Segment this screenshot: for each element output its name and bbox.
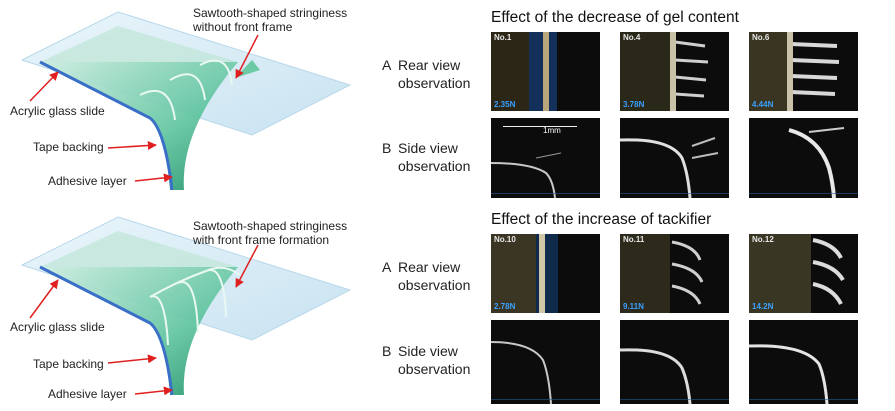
side-photo-no10: [491, 320, 600, 404]
tile-number: No.11: [623, 235, 645, 244]
diagram2-tape-label: Tape backing: [33, 357, 104, 371]
tile-force: 2.35N: [494, 100, 516, 109]
tile-number: No.12: [752, 235, 774, 244]
diagram1-adhesive-label: Adhesive layer: [48, 174, 127, 188]
diagram1-title-line2: without front frame: [193, 20, 293, 34]
scale-bar-label: 1mm: [543, 126, 561, 135]
diagram1-title: Sawtooth-shaped stringiness without fron…: [193, 6, 347, 34]
side-photo-no11: [620, 320, 729, 404]
section2-row-a-line1: Rear view: [398, 259, 461, 275]
rear-photo-no1: No.1 2.35N: [491, 32, 600, 111]
diagram2-title-line1: Sawtooth-shaped stringiness: [193, 219, 348, 233]
tile-number: No.10: [494, 235, 516, 244]
section1-row-a-label: A Rear view observation: [382, 56, 470, 92]
section1-row-a-line2: observation: [398, 75, 471, 91]
section1-row-b-letter: B: [382, 140, 392, 156]
diagram1-tape-label: Tape backing: [33, 140, 104, 154]
diagram-without-front-frame: [20, 11, 352, 191]
section2-row-b-line2: observation: [398, 361, 471, 377]
section2-row-b-label: B Side view observation: [382, 342, 470, 378]
section1-title: Effect of the decrease of gel content: [491, 9, 739, 26]
rear-photo-no10: No.10 2.78N: [491, 234, 600, 313]
diagram1-title-line1: Sawtooth-shaped stringiness: [193, 6, 348, 20]
diagram1-acrylic-label: Acrylic glass slide: [10, 104, 105, 118]
section2-row-a-line2: observation: [398, 277, 471, 293]
tile-number: No.4: [623, 33, 641, 42]
baseline: [491, 399, 600, 400]
section1-row-b-line2: observation: [398, 158, 471, 174]
diagram2-adhesive-label: Adhesive layer: [48, 387, 127, 401]
side-photo-no4: [620, 118, 729, 198]
side-photo-no1: 1mm: [491, 118, 600, 198]
section1-row-a-line1: Rear view: [398, 57, 461, 73]
tile-force: 4.44N: [752, 100, 774, 109]
baseline: [491, 193, 600, 194]
section2-row-b-letter: B: [382, 343, 392, 359]
tile-force: 9.11N: [623, 302, 644, 311]
baseline: [620, 399, 729, 400]
rear-photo-no12: No.12 14.2N: [749, 234, 858, 313]
diagram2-title-line2: with front frame formation: [193, 233, 330, 247]
tile-number: No.1: [494, 33, 512, 42]
section2-row-a-letter: A: [382, 259, 392, 275]
side-photo-no6: [749, 118, 858, 198]
section2-row-a-label: A Rear view observation: [382, 258, 470, 294]
baseline: [749, 193, 858, 194]
diagram1-arrows: [29, 34, 259, 183]
tile-number: No.6: [752, 33, 770, 42]
section2-row-b-line1: Side view: [398, 343, 458, 359]
tile-force: 3.78N: [623, 100, 645, 109]
section1-row-b-label: B Side view observation: [382, 139, 470, 175]
rear-photo-no6: No.6 4.44N: [749, 32, 858, 111]
tile-force: 14.2N: [752, 302, 774, 311]
tile-force: 2.78N: [494, 302, 516, 311]
rear-photo-no4: No.4 3.78N: [620, 32, 729, 111]
baseline: [749, 399, 858, 400]
baseline: [620, 193, 729, 194]
diagram2-acrylic-label: Acrylic glass slide: [10, 320, 105, 334]
side-photo-no12: [749, 320, 858, 404]
diagram2-arrows: [29, 244, 259, 396]
diagram2-title: Sawtooth-shaped stringiness with front f…: [193, 219, 347, 247]
rear-photo-no11: No.11 9.11N: [620, 234, 729, 313]
diagram-with-front-frame: [20, 216, 352, 396]
section1-row-b-line1: Side view: [398, 140, 458, 156]
section2-title: Effect of the increase of tackifier: [491, 211, 712, 228]
section1-row-a-letter: A: [382, 57, 392, 73]
scale-bar: 1mm: [503, 126, 577, 135]
